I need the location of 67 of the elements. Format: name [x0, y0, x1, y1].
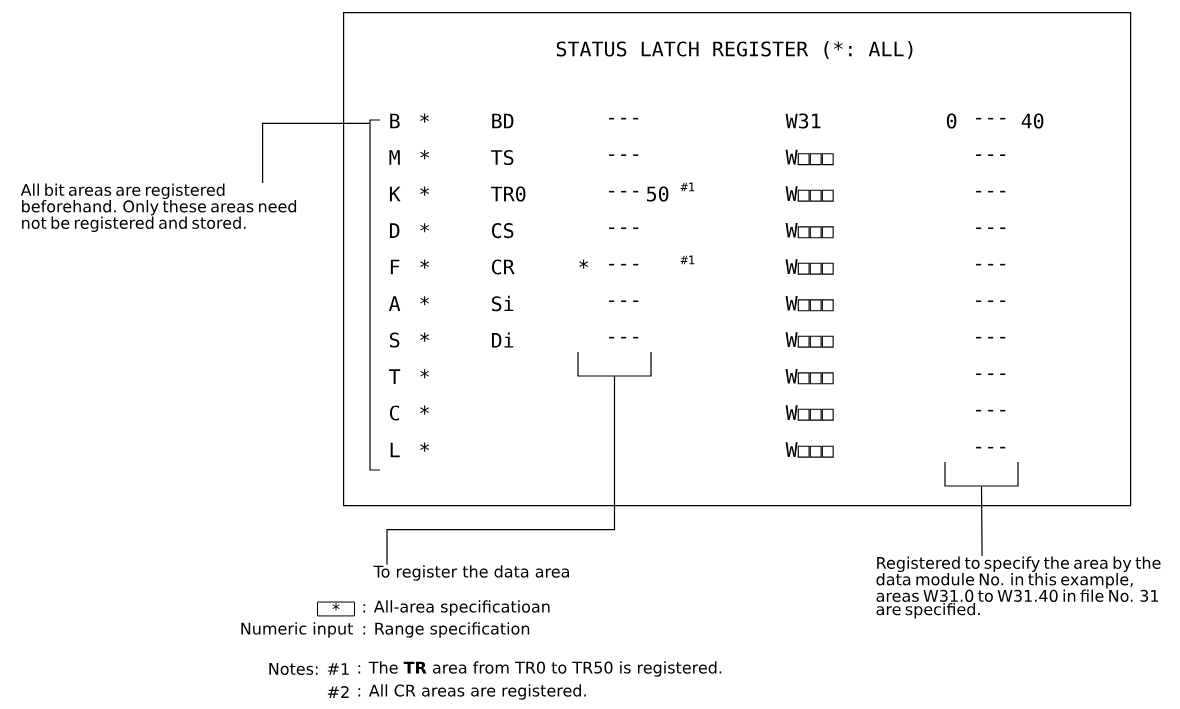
screen-text: *	[420, 369, 429, 379]
screen-text: *	[420, 150, 429, 160]
key-box: *	[317, 601, 355, 617]
bracket	[944, 461, 1019, 487]
screen-text: W□□□	[785, 186, 834, 202]
screen-text: W□□□	[785, 442, 834, 458]
note-mark: #1	[680, 255, 695, 265]
screen-text: Di	[491, 332, 514, 348]
screen-text: ---	[609, 227, 639, 230]
leader-line	[386, 376, 616, 566]
note-text: #1	[327, 663, 349, 675]
note-text: To register the data area	[373, 565, 569, 581]
screen-text: *	[420, 405, 429, 415]
screen-text: ---	[976, 117, 1006, 120]
note-text: Numeric input	[241, 622, 354, 638]
note-mark: #1	[680, 182, 695, 192]
screen-text: W□□□	[785, 405, 834, 421]
screen-text: 0	[946, 113, 957, 129]
note-text: Notes:	[269, 663, 318, 675]
screen-text: W31	[785, 113, 821, 129]
screen-text: CR	[491, 259, 515, 275]
screen-text: BD	[492, 113, 514, 129]
screen-text: W□□□	[785, 259, 834, 275]
screen-text: ---	[976, 409, 1006, 412]
screen-text: ---	[976, 227, 1006, 230]
screen-text: ---	[976, 373, 1006, 376]
screen-text: 40	[1021, 113, 1044, 129]
bracket	[577, 351, 652, 377]
screen-text: *	[420, 442, 429, 452]
screen-text: *	[420, 113, 429, 123]
screen-text: W□□□	[785, 332, 834, 348]
screen-text: ---	[609, 300, 639, 303]
screen-text: *	[420, 223, 429, 233]
screen-text: *	[420, 296, 429, 306]
screen-text: ---	[609, 190, 639, 193]
screen-text: *	[420, 259, 429, 269]
screen-text: 50	[647, 186, 669, 202]
screen-text: TR0	[491, 186, 526, 202]
screen-text: CS	[491, 223, 514, 239]
screen-text: W□□□	[785, 368, 834, 385]
bracket	[369, 119, 381, 471]
leader-line	[262, 122, 370, 184]
screen-text: B	[390, 113, 400, 129]
screen-text: *	[579, 259, 588, 269]
leader-line	[980, 486, 983, 557]
screen-text: ---	[609, 117, 639, 120]
screen-text: *	[420, 332, 429, 342]
screen-text: ---	[976, 336, 1006, 339]
screen-text: ---	[976, 190, 1006, 193]
note-text: : All CR areas are registered.	[358, 684, 586, 700]
screen-text: ---	[609, 154, 639, 156]
screen-text: Si	[491, 295, 514, 312]
screen-text: *	[420, 186, 429, 196]
note-text: #2	[327, 686, 349, 698]
screen-text: ---	[976, 263, 1006, 266]
screen-text: TS	[491, 149, 514, 166]
screen-text: W□□□	[785, 222, 834, 239]
note-text: All bit areas are registered beforehand. Only these areas need not be registered and stored.	[20, 183, 297, 233]
screen-text: W□□□	[785, 295, 834, 312]
note-text: : All-area specificatioan	[363, 600, 550, 616]
note-text: : The TR area from TR0 to TR50 is registered.	[358, 661, 722, 677]
screen-text: ---	[609, 263, 639, 266]
screen-text: W□□□	[785, 149, 834, 166]
note-text: Registered to specify the area by the data module No. in this example, areas W31.0 to W31.40 in file No. 31 are specified.	[876, 556, 1161, 619]
note-text: : Range specification	[363, 622, 530, 638]
screen-text: ---	[976, 300, 1006, 303]
screen-text: ---	[976, 154, 1006, 156]
